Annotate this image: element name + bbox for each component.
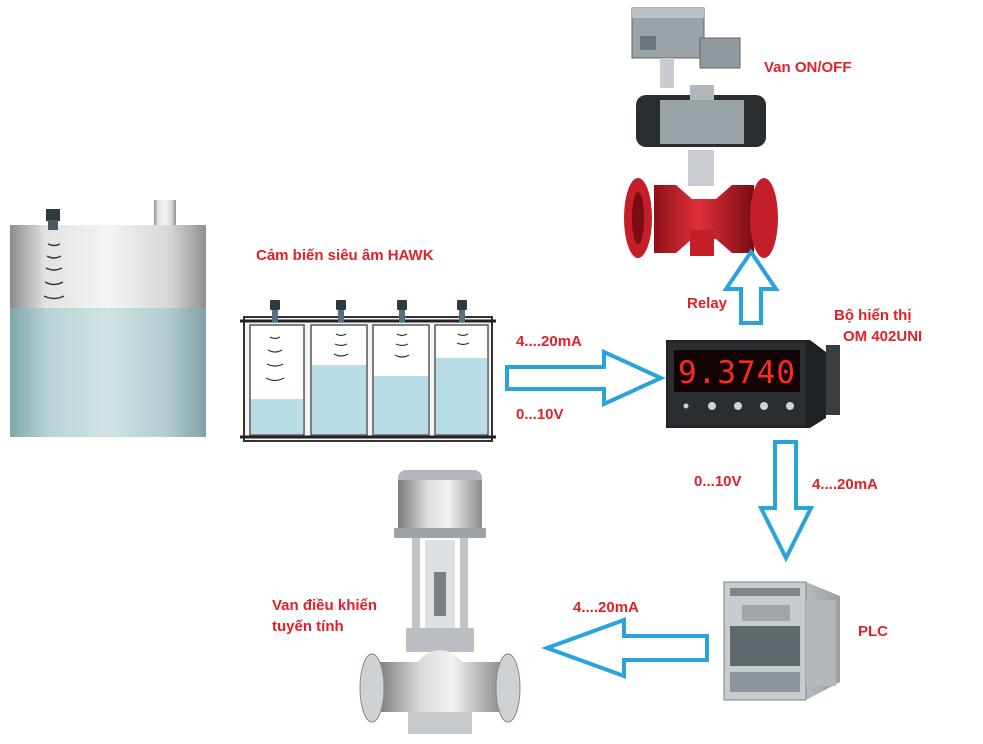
relay-label: Relay [687, 295, 728, 312]
plc-icon [723, 581, 840, 701]
arrow-display-to-relay-valve [722, 248, 780, 325]
plc-out-current-label: 4....20mA [573, 599, 639, 616]
sensor-label: Cảm biến siêu âm HAWK [256, 247, 434, 264]
display-out-current-label: 4....20mA [812, 476, 878, 493]
valve-onoff-label: Van ON/OFF [764, 59, 852, 76]
plc-label: PLC [858, 623, 888, 640]
control-valve-label-line1: Van điều khiển [272, 597, 378, 614]
arrow-plc-to-control-valve [541, 617, 709, 679]
sensor-out-current-label: 4....20mA [516, 333, 582, 350]
control-valve-label-line2: tuyến tính [272, 618, 344, 635]
display-label-line2: OM 402UNI [843, 328, 923, 345]
display-reading: 9.3740 [678, 355, 796, 391]
arrow-display-to-plc [757, 440, 815, 563]
linear-control-valve-icon [359, 470, 521, 734]
display-out-voltage-label: 0...10V [694, 473, 742, 490]
arrow-sensor-to-display [505, 348, 666, 408]
sensor-out-voltage-label: 0...10V [516, 406, 564, 423]
display-label-line1: Bộ hiển thị [834, 307, 912, 324]
ultrasonic-sensor-icon [240, 300, 496, 442]
panel-meter-icon: 9.3740 [666, 340, 840, 428]
pneumatic-valve-icon [624, 7, 778, 258]
tank-icon [10, 200, 206, 437]
